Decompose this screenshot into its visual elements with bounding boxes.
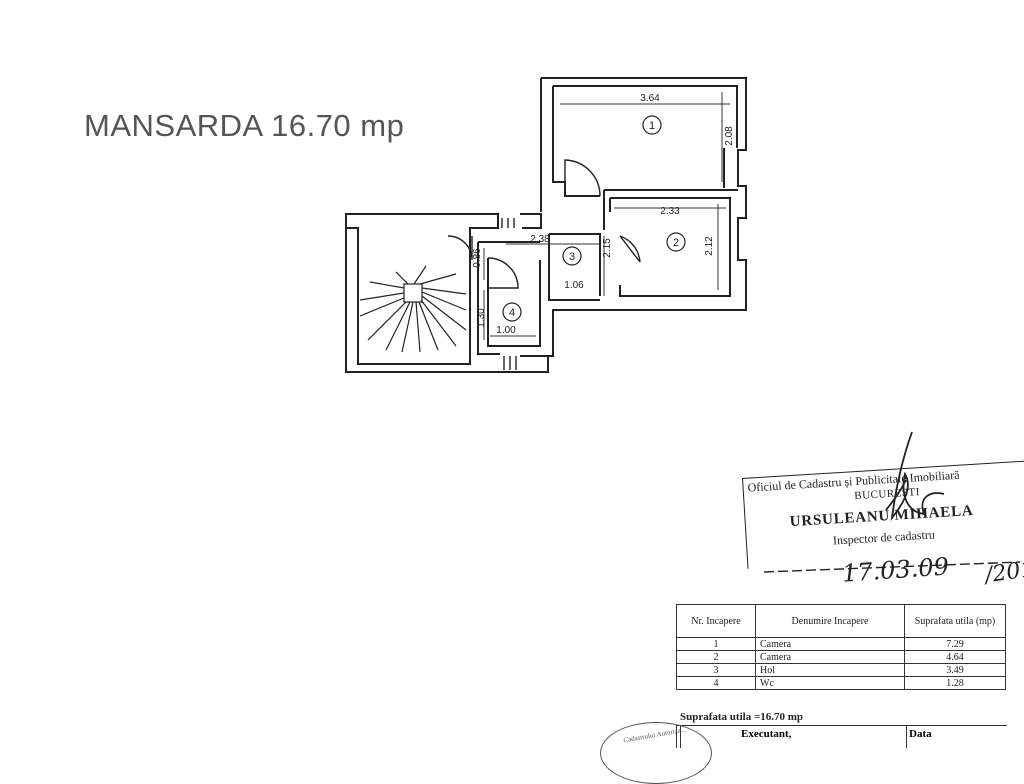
plan-title: MANSARDA 16.70 mp — [84, 108, 405, 143]
table-row: 1 Camera 7.29 — [676, 637, 1006, 651]
room-area: 4.64 — [904, 650, 1006, 664]
room-name: Wc — [755, 676, 905, 690]
dim-label: 1.06 — [564, 280, 584, 291]
stamp-name: URSULEANU MIHAELA — [789, 502, 974, 531]
rooms-table: Nr. Incapere Denumire Incapere Suprafata… — [676, 604, 1006, 690]
room-nr: 2 — [676, 650, 756, 664]
round-seal: Cadastrului Autoriza... — [600, 722, 712, 784]
seal-text: Cadastrului Autoriza... — [622, 725, 687, 745]
stamp-city: BUCUREȘTI — [853, 486, 921, 503]
cadastre-stamp: Oficiul de Cadastru și Publicitate Imobi… — [742, 460, 1024, 569]
dim-label: 1.30 — [476, 308, 487, 328]
column-header: Suprafata utila (mp) — [904, 604, 1006, 638]
date-label: Data — [909, 728, 932, 740]
room-nr: 4 — [676, 676, 756, 690]
room-name: Hol — [755, 663, 905, 677]
executant-label: Executant, — [741, 728, 792, 740]
room-area: 3.49 — [904, 663, 1006, 677]
total-area: Suprafata utila =16.70 mp — [680, 711, 804, 723]
column-header: Nr. Incapere — [676, 604, 756, 638]
room-number-1: 1 — [649, 120, 655, 132]
room-number-2: 2 — [673, 237, 679, 249]
table-row: 4 Wc 1.28 — [676, 676, 1006, 690]
room-number-3: 3 — [569, 251, 575, 263]
dim-label: 2.33 — [660, 206, 680, 217]
room-nr: 3 — [676, 663, 756, 677]
dim-label: 1.00 — [496, 325, 516, 336]
table-row: 2 Camera 4.64 — [676, 650, 1006, 664]
room-name: Camera — [755, 650, 905, 664]
room-number-4: 4 — [509, 307, 515, 319]
table-header-row: Nr. Incapere Denumire Incapere Suprafata… — [676, 604, 1006, 638]
dim-label: 2.38 — [530, 234, 550, 245]
floor-plan: 1 2 3 4 3.64 2.08 2.33 2.12 2.38 2.15 1.… — [345, 77, 1021, 573]
dim-label: 2.12 — [704, 236, 715, 256]
room-area: 1.28 — [904, 676, 1006, 690]
dim-label: 2.15 — [602, 238, 613, 258]
room-nr: 1 — [676, 637, 756, 651]
dim-label: 0.86 — [472, 248, 483, 268]
table-row: 3 Hol 3.49 — [676, 663, 1006, 677]
dim-label: 3.64 — [640, 93, 660, 104]
room-area: 7.29 — [904, 637, 1006, 651]
room-name: Camera — [755, 637, 905, 651]
dim-label: 2.08 — [724, 126, 735, 146]
column-header: Denumire Incapere — [755, 604, 905, 638]
stamp-role: Inspector de cadastru — [832, 527, 936, 548]
